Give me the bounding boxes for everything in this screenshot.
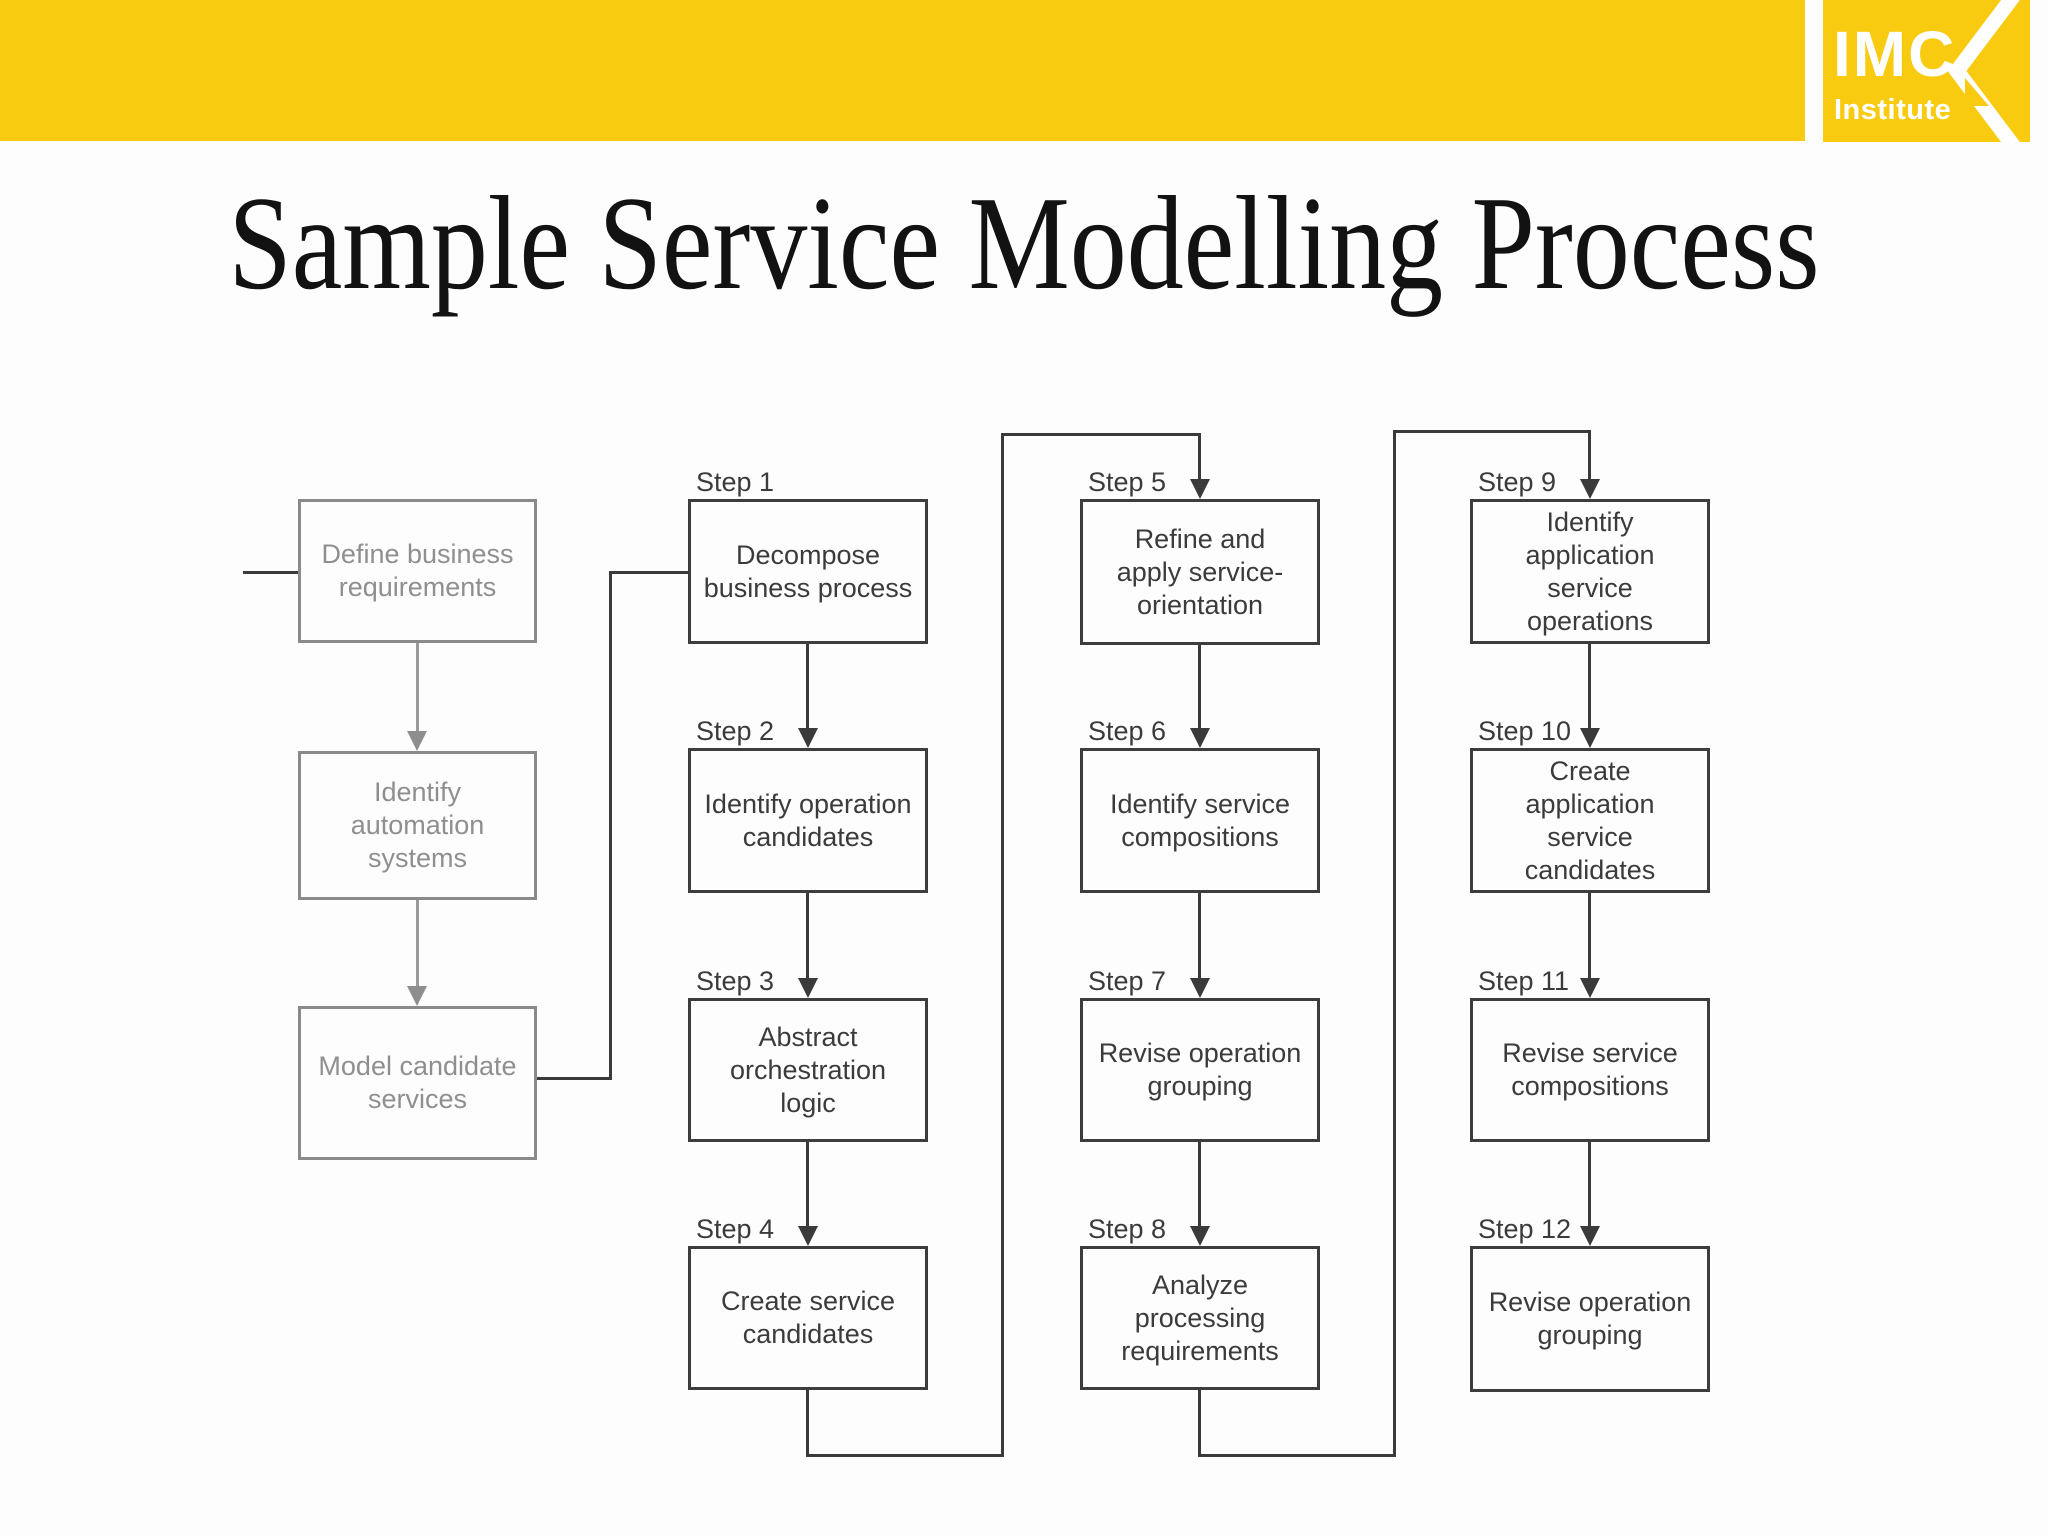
arrow-step11-step12 bbox=[1588, 1142, 1591, 1228]
box-label: Refine and apply service- orientation bbox=[1116, 523, 1284, 620]
box-label: Identify application service operations bbox=[1525, 506, 1655, 636]
imc-chevron-icon bbox=[1947, 0, 2020, 142]
connector-step4-step5 bbox=[1001, 433, 1201, 436]
step-label-10: Step 10 bbox=[1478, 716, 1572, 746]
step-label-3: Step 3 bbox=[696, 966, 775, 996]
connector-step4-step5 bbox=[806, 1454, 1004, 1457]
connector-step8-step9 bbox=[1588, 430, 1591, 481]
flow-box-step-10: Create application service candidates bbox=[1470, 748, 1710, 893]
box-label: Identify service compositions bbox=[1109, 788, 1291, 852]
arrowhead-down-icon bbox=[1190, 978, 1210, 998]
box-label: Model candidate services bbox=[318, 1051, 517, 1114]
step-label-5: Step 5 bbox=[1088, 467, 1167, 497]
connector-step8-step9 bbox=[1198, 1390, 1201, 1457]
flow-box-step-9: Identify application service operations bbox=[1470, 499, 1710, 644]
arrow-step2-step3 bbox=[806, 893, 809, 980]
flow-box-identify-automation-systems: Identify automation systems bbox=[298, 751, 537, 900]
flow-box-step-3: Abstract orchestration logic bbox=[688, 998, 928, 1142]
step-label-4: Step 4 bbox=[696, 1214, 775, 1244]
step-label-7: Step 7 bbox=[1088, 966, 1167, 996]
arrowhead-down-icon bbox=[1190, 1226, 1210, 1246]
box-label: Abstract orchestration logic bbox=[729, 1021, 887, 1118]
flow-box-step-8: Analyze processing requirements bbox=[1080, 1246, 1320, 1390]
imc-logo: IMC Institute bbox=[1823, 0, 2030, 142]
connector-entry-stub bbox=[243, 571, 298, 574]
step-label-9: Step 9 bbox=[1478, 467, 1557, 497]
connector-step8-step9 bbox=[1393, 430, 1396, 1457]
connector-step8-step9 bbox=[1198, 1454, 1396, 1457]
flow-box-step-1: Decompose business process bbox=[688, 499, 928, 644]
flow-box-step-7: Revise operation grouping bbox=[1080, 998, 1320, 1142]
arrow-input2-input3 bbox=[416, 900, 419, 988]
flow-box-step-6: Identify service compositions bbox=[1080, 748, 1320, 893]
logo-text-institute: Institute bbox=[1834, 94, 1952, 126]
box-label: Create application service candidates bbox=[1524, 755, 1656, 885]
flow-box-model-candidate-services: Model candidate services bbox=[298, 1006, 537, 1160]
step-label-6: Step 6 bbox=[1088, 716, 1167, 746]
box-label: Identify automation systems bbox=[350, 777, 485, 873]
flow-box-define-business-requirements: Define business requirements bbox=[298, 499, 537, 643]
flow-box-step-11: Revise service compositions bbox=[1470, 998, 1710, 1142]
arrowhead-down-icon bbox=[1580, 978, 1600, 998]
flow-box-step-4: Create service candidates bbox=[688, 1246, 928, 1390]
arrow-step10-step11 bbox=[1588, 893, 1591, 980]
arrowhead-down-icon bbox=[1580, 1226, 1600, 1246]
step-label-8: Step 8 bbox=[1088, 1214, 1167, 1244]
step-label-2: Step 2 bbox=[696, 716, 775, 746]
box-label: Identify operation candidates bbox=[704, 788, 912, 852]
arrow-step5-step6 bbox=[1198, 645, 1201, 730]
arrowhead-down-icon bbox=[1580, 728, 1600, 748]
arrow-input1-input2 bbox=[416, 643, 419, 733]
box-label: Revise service compositions bbox=[1502, 1038, 1678, 1101]
arrow-step9-step10 bbox=[1588, 644, 1591, 730]
step-label-1: Step 1 bbox=[696, 467, 775, 497]
connector-model-to-step1 bbox=[609, 571, 688, 574]
box-label: Revise operation grouping bbox=[1488, 1287, 1692, 1350]
arrowhead-down-icon bbox=[1190, 479, 1210, 499]
flow-box-step-2: Identify operation candidates bbox=[688, 748, 928, 893]
arrowhead-down-icon bbox=[798, 1226, 818, 1246]
step-label-12: Step 12 bbox=[1478, 1214, 1572, 1244]
step-label-11: Step 11 bbox=[1478, 966, 1570, 996]
connector-model-to-step1 bbox=[537, 1077, 612, 1080]
arrowhead-down-icon bbox=[798, 978, 818, 998]
box-label: Decompose business process bbox=[703, 539, 913, 603]
page-title: Sample Service Modelling Process bbox=[228, 169, 1820, 317]
connector-step8-step9 bbox=[1393, 430, 1590, 433]
arrow-step1-step2 bbox=[806, 644, 809, 730]
box-label: Analyze processing requirements bbox=[1121, 1269, 1279, 1366]
arrowhead-down-icon bbox=[798, 728, 818, 748]
connector-model-to-step1 bbox=[609, 571, 612, 1080]
arrowhead-down-icon bbox=[407, 986, 427, 1006]
flow-box-step-5: Refine and apply service- orientation bbox=[1080, 499, 1320, 645]
arrowhead-down-icon bbox=[1580, 479, 1600, 499]
arrowhead-down-icon bbox=[407, 731, 427, 751]
box-label: Revise operation grouping bbox=[1098, 1038, 1302, 1101]
box-label: Define business requirements bbox=[321, 539, 514, 602]
logo-text-imc: IMC bbox=[1833, 18, 1957, 90]
connector-step4-step5 bbox=[806, 1390, 809, 1457]
arrowhead-down-icon bbox=[1190, 728, 1210, 748]
arrow-step3-step4 bbox=[806, 1142, 809, 1228]
box-label: Create service candidates bbox=[720, 1286, 896, 1349]
connector-step4-step5 bbox=[1001, 433, 1004, 1457]
arrow-step7-step8 bbox=[1198, 1142, 1201, 1228]
flow-box-step-12: Revise operation grouping bbox=[1470, 1246, 1710, 1392]
header-yellow-bar bbox=[0, 0, 1805, 141]
arrow-step6-step7 bbox=[1198, 893, 1201, 980]
connector-step4-step5 bbox=[1198, 433, 1201, 481]
